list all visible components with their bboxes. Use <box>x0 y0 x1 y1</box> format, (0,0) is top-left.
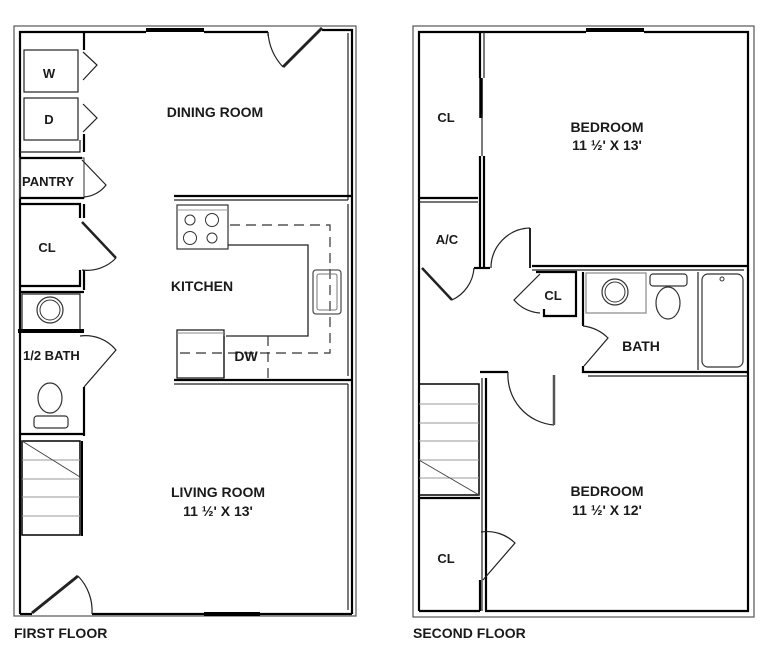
dining-door-leaf[interactable] <box>281 26 324 69</box>
closet-door-leaf[interactable] <box>81 221 117 259</box>
second-floor-stairs <box>418 383 480 496</box>
entry-door-leaf[interactable] <box>31 574 79 615</box>
dryer-bifold-door[interactable] <box>82 103 98 133</box>
kitchen-label: KITCHEN <box>171 278 233 294</box>
kitchen-sink <box>312 269 342 315</box>
pantry-label: PANTRY <box>22 174 74 189</box>
first-floor-caption: FIRST FLOOR <box>14 625 107 641</box>
half-bath-door[interactable] <box>79 335 117 388</box>
second-floor-caption: SECOND FLOOR <box>413 625 526 641</box>
bath-door[interactable] <box>582 325 609 367</box>
bedroom2-dimensions: 11 ½' X 12' <box>572 502 642 518</box>
half-bath-sink <box>36 296 64 324</box>
dryer <box>23 97 79 141</box>
bottom-closet-label: CL <box>437 551 454 566</box>
first-floor-stairs <box>21 440 83 536</box>
first-floor-outer-wall <box>13 25 357 617</box>
washer-label: W <box>43 66 56 81</box>
bath-sink <box>601 278 629 306</box>
bathtub <box>701 273 744 368</box>
bath-vanity <box>585 272 647 314</box>
first-floor-closet-label: CL <box>38 240 55 255</box>
washer-bifold-door[interactable] <box>82 51 98 81</box>
ac-door-leaf[interactable] <box>421 267 453 301</box>
bedroom2-label: BEDROOM <box>570 483 643 499</box>
stove <box>176 204 229 250</box>
bottom-closet-door[interactable] <box>480 530 516 581</box>
dishwasher-label: DW <box>234 348 258 364</box>
hall-closet-door[interactable] <box>513 273 541 314</box>
pantry-door[interactable] <box>81 159 107 198</box>
washer <box>23 49 79 93</box>
bedroom1-dimensions: 11 ½' X 13' <box>572 137 642 153</box>
ac-label: A/C <box>436 232 459 247</box>
dining-room-label: DINING ROOM <box>167 104 263 120</box>
second-floor-plan: CL BEDROOM 11 ½' X 13' A/C CL BATH BEDRO… <box>412 25 755 641</box>
dryer-label: D <box>44 112 53 127</box>
first-floor-plan: W D PANTRY DINING ROOM CL KITCHEN DW 1/2… <box>13 25 357 641</box>
second-floor-outer-wall <box>412 25 755 618</box>
living-room-dimensions: 11 ½' X 13' <box>183 503 253 519</box>
half-bath-label: 1/2 BATH <box>23 348 80 363</box>
half-bath-toilet <box>37 382 63 414</box>
bath-toilet-tank <box>649 273 688 287</box>
bedroom1-label: BEDROOM <box>570 119 643 135</box>
top-closet-label: CL <box>437 110 454 125</box>
refrigerator <box>176 329 225 379</box>
hall-closet-label: CL <box>544 288 561 303</box>
bath-label: BATH <box>622 338 660 354</box>
living-room-label: LIVING ROOM <box>171 484 265 500</box>
bath-toilet <box>655 286 681 320</box>
